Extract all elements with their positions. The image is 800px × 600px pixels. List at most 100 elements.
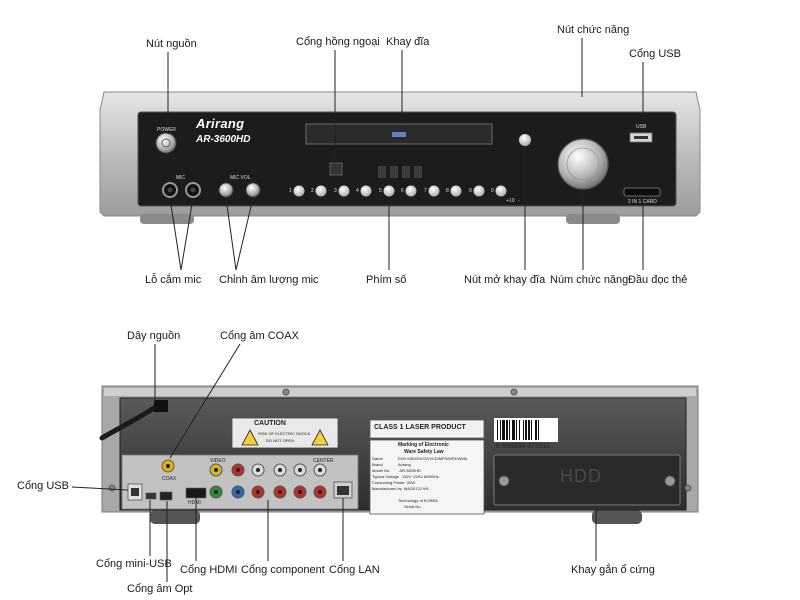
spec-key: Brand	[372, 462, 383, 467]
marking-title-1: Marking of Electronic	[398, 442, 449, 448]
label-coax-port: Cổng âm COAX	[220, 330, 299, 342]
tech-line1: Technology of KOREA	[398, 498, 438, 503]
brand-logo-text: Arirang	[196, 116, 245, 131]
label-mini-usb: Cổng mini-USB	[96, 558, 172, 570]
model-text: AR-3600HD	[196, 134, 251, 145]
barcode-bar	[535, 420, 537, 440]
marking-title-2: Ware Safety Law	[404, 449, 444, 455]
ir-window	[329, 162, 343, 176]
spec-row: Name DVD MIDI/DVCD/VCD/MP3/MP4/WMA	[372, 456, 482, 462]
number-key-label: 9	[469, 188, 472, 194]
spec-row: Consuming Power 20W	[372, 480, 482, 486]
number-key-label: 2	[311, 188, 314, 194]
card-reader-slot[interactable]	[623, 187, 661, 197]
mini-usb-port[interactable]	[145, 492, 157, 500]
barcode-bar	[519, 420, 520, 440]
label-function-buttons: Nút chức năng	[557, 24, 630, 36]
spec-value: Arirang	[397, 462, 411, 467]
label-card-reader: Đầu đọc thẻ	[628, 274, 688, 286]
optical-port[interactable]	[159, 491, 173, 501]
coax-text: COAX	[162, 476, 177, 482]
spec-value: DVD MIDI/DVCD/VCD/MP3/MP4/WMA	[397, 456, 468, 461]
power-button[interactable]	[155, 132, 177, 154]
tech-line2: Serial No.	[404, 504, 422, 509]
number-key-label: 5	[379, 188, 382, 194]
spec-value: AR-3600HD	[399, 468, 421, 473]
number-key-label: -	[518, 198, 520, 204]
hdmi-text: HDMI	[188, 500, 201, 506]
label-optical-port: Cổng âm Opt	[127, 583, 193, 595]
number-key-label: 7	[424, 188, 427, 194]
barcode-bar	[509, 420, 510, 440]
spec-table: Name DVD MIDI/DVCD/VCD/MP3/MP4/WMA Brand…	[372, 456, 482, 492]
number-key-label: 4	[356, 188, 359, 194]
label-disc-tray: Khay đĩa	[386, 36, 430, 48]
label-eject-button: Nút mở khay đĩa	[464, 274, 546, 286]
label-lan-port: Cổng LAN	[329, 564, 380, 576]
label-ir-port: Cổng hồng ngoại	[296, 36, 380, 48]
mic-text: MIC	[176, 175, 186, 181]
center-text: CENTER	[313, 458, 334, 464]
number-key-label: 6	[401, 188, 404, 194]
label-component-port: Cổng component	[241, 564, 325, 576]
number-key-buttons[interactable]	[293, 185, 507, 197]
barcode-bar	[525, 420, 527, 440]
number-key-label: 3	[334, 188, 337, 194]
label-hdd-bay: Khay gắn ổ cứng	[571, 564, 655, 576]
label-front-usb: Cổng USB	[629, 48, 681, 60]
spec-row: Brand Arirang	[372, 462, 482, 468]
hdd-bay[interactable]	[493, 454, 681, 506]
spec-key: Typical Voltage	[372, 474, 399, 479]
spec-key: Manufactured by	[372, 486, 402, 491]
number-key-label: +10	[506, 198, 515, 204]
barcode-bar	[506, 420, 508, 440]
barcode-bar	[528, 420, 530, 440]
mic-volume-knobs[interactable]	[218, 182, 261, 198]
spec-row: Model No. AR-3600HD	[372, 468, 482, 474]
power-text: POWER	[157, 127, 176, 133]
spec-value: 20W	[406, 480, 416, 485]
spec-row: Manufactured by MAGECO.VN	[372, 486, 482, 492]
component-rca-jacks[interactable]	[209, 463, 327, 499]
caution-line1: RISK OF ELECTRIC SHOCK	[258, 431, 311, 436]
label-power-button: Nút nguồn	[146, 38, 197, 50]
barcode-bar	[497, 420, 498, 440]
mic-jacks[interactable]	[162, 182, 201, 198]
barcode-number: 8 936034 372511	[496, 443, 550, 450]
number-key-label: 8	[446, 188, 449, 194]
caution-title: CAUTION	[254, 420, 286, 427]
spec-value: MAGECO.VN	[403, 486, 429, 491]
front-unit	[99, 91, 701, 224]
label-number-keys: Phím số	[366, 274, 407, 286]
spec-key: Name	[372, 456, 383, 461]
label-power-cord: Dây nguồn	[127, 330, 181, 342]
label-mic-volume: Chỉnh âm lượng mic	[219, 274, 319, 286]
eject-button[interactable]	[519, 134, 531, 146]
number-key-label: 1	[289, 188, 292, 194]
number-key-label: 0	[491, 188, 494, 194]
card-text: 2 IN 1 CARD	[628, 199, 657, 205]
barcode-bar	[502, 420, 505, 440]
barcode-bar	[516, 420, 517, 440]
video-text: VIDEO	[210, 458, 226, 464]
barcode-bar	[512, 420, 515, 440]
barcode-bar	[523, 420, 524, 440]
spec-key: Model No.	[372, 468, 391, 473]
spec-key: Consuming Power	[372, 480, 405, 485]
usb-text: USB	[636, 124, 647, 130]
laser-label: CLASS 1 LASER PRODUCT	[374, 424, 466, 431]
barcode-bar	[531, 420, 532, 440]
spec-row: Typical Voltage 110V~220V 60/50Hz	[372, 474, 482, 480]
hdd-text: HDD	[560, 466, 602, 486]
function-knob[interactable]	[557, 138, 609, 190]
hdmi-port[interactable]	[185, 487, 207, 499]
label-function-knob: Núm chức năng	[550, 274, 629, 286]
caution-line2: DO NOT OPEN	[266, 438, 294, 443]
label-mic-jack: Lỗ cắm mic	[145, 274, 202, 286]
spec-value: 110V~220V 60/50Hz	[402, 474, 439, 479]
mic-vol-text: MIC VOL	[230, 175, 251, 181]
barcode-bar	[538, 420, 539, 440]
label-hdmi-port: Cổng HDMI	[180, 564, 238, 576]
label-rear-usb: Cổng USB	[17, 480, 69, 492]
